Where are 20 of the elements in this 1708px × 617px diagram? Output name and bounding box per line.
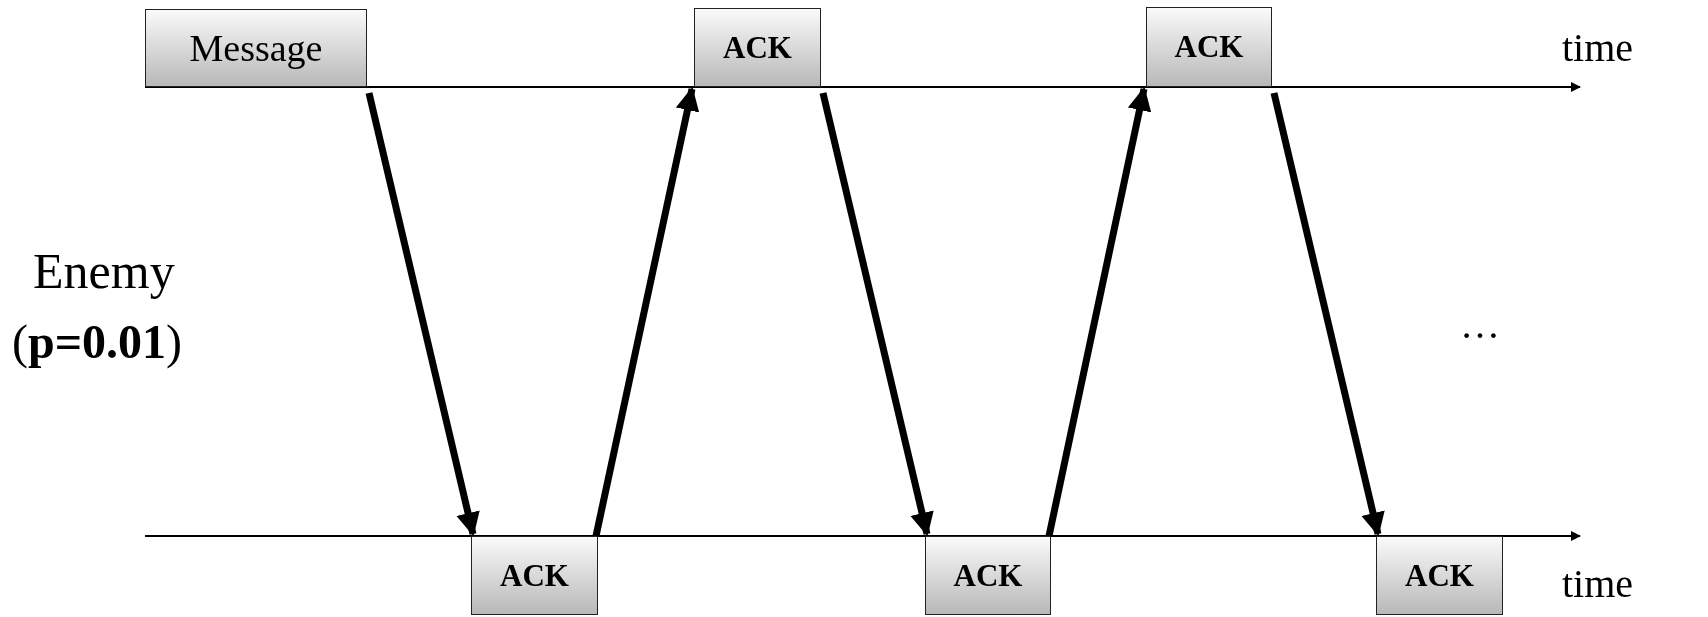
message-box <box>694 8 821 87</box>
ellipsis: … <box>1460 305 1500 345</box>
message-text: ACK <box>500 557 569 594</box>
arrow <box>365 92 480 537</box>
message-box <box>145 9 367 87</box>
arrow <box>1045 86 1152 537</box>
message-box <box>1376 536 1503 615</box>
axis-label: time <box>1562 28 1634 68</box>
message-text: Message <box>189 26 323 70</box>
arrow <box>819 92 934 537</box>
message-text: ACK <box>723 29 792 66</box>
arrow <box>1270 92 1385 537</box>
message-box <box>1146 7 1272 87</box>
arrow <box>592 86 700 537</box>
message-box <box>471 536 598 615</box>
message-box <box>925 536 1051 615</box>
message-text: ACK <box>1405 557 1474 594</box>
message-text: ACK <box>1174 29 1244 65</box>
message-text: ACK <box>953 557 1023 594</box>
axis-label: time <box>1562 564 1634 604</box>
